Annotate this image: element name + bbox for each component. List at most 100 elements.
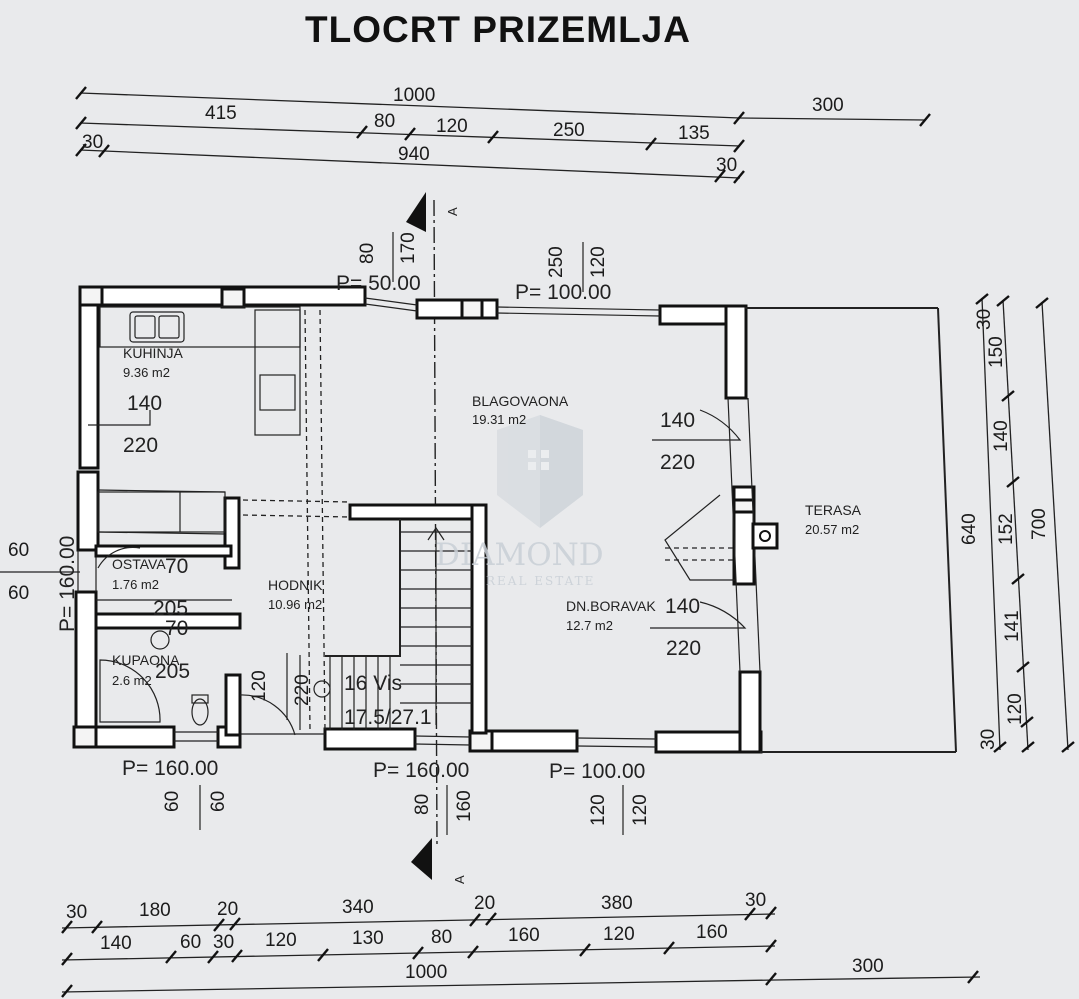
dim-bot-340: 340 xyxy=(342,897,374,918)
section-label-top: A xyxy=(445,207,460,216)
door-swings xyxy=(88,409,747,736)
door-ostava-height: 205 xyxy=(153,597,188,620)
window-bot3-parapet: P= 100.00 xyxy=(549,760,645,783)
dim-bot-380: 380 xyxy=(601,893,633,914)
dim-bot-20-right: 20 xyxy=(474,893,495,914)
right-dimension-lines xyxy=(975,293,1075,753)
dim-bot-120-a: 120 xyxy=(265,930,297,951)
room-kupaona-area: 2.6 m2 xyxy=(112,673,152,688)
stair-stringer xyxy=(325,519,401,657)
dim-right-700: 700 xyxy=(1029,508,1050,540)
watermark-brand: DIAMOND xyxy=(435,537,604,573)
window-top1-parapet: P= 50.00 xyxy=(336,272,421,295)
window-bot2-height: 160 xyxy=(454,790,475,822)
dim-right-141: 141 xyxy=(1002,610,1023,642)
dim-right-140: 140 xyxy=(991,420,1012,452)
stairs-ratio: 17.5/27.1 xyxy=(344,706,432,729)
kitchen-fixtures xyxy=(97,306,301,533)
window-top2-height: 120 xyxy=(588,246,609,278)
top-dimension-lines xyxy=(75,86,931,184)
dim-top-135: 135 xyxy=(678,123,710,144)
room-hodnik-area: 10.96 m2 xyxy=(268,597,322,612)
dim-top-120: 120 xyxy=(436,116,468,137)
door-ulaz-width: 120 xyxy=(249,670,270,702)
door-blagovaona-height: 220 xyxy=(660,451,695,474)
window-bot2-width: 80 xyxy=(412,794,433,815)
stair-direction-arrow-icon xyxy=(427,526,445,725)
dim-top-30-right: 30 xyxy=(716,155,737,176)
dim-bot-160-b: 160 xyxy=(696,922,728,943)
room-terasa-name: TERASA xyxy=(805,502,862,518)
dim-right-152: 152 xyxy=(996,513,1017,545)
dim-top-80: 80 xyxy=(374,111,395,132)
window-bot1-height: 60 xyxy=(208,791,229,812)
dim-left-60-bottom: 60 xyxy=(8,583,29,604)
dim-right-30-top: 30 xyxy=(974,309,995,330)
dim-bot-20-left: 20 xyxy=(217,899,238,920)
section-axis-line xyxy=(433,199,438,846)
room-blagovaona-area: 19.31 m2 xyxy=(472,412,526,427)
door-blagovaona-width: 140 xyxy=(660,409,695,432)
dim-bot-30-left: 30 xyxy=(66,902,87,923)
door-kupaona-height: 205 xyxy=(155,660,190,683)
staircase xyxy=(325,519,472,730)
plan-title: TLOCRT PRIZEMLJA xyxy=(305,9,691,50)
dim-bot-140: 140 xyxy=(100,933,132,954)
dim-bot-130: 130 xyxy=(352,928,384,949)
room-kuhinja-name: KUHINJA xyxy=(123,345,184,361)
dim-top-terrace: 300 xyxy=(812,95,844,116)
window-bot3-height: 120 xyxy=(630,794,651,826)
room-boravak-name: DN.BORAVAK xyxy=(566,598,656,614)
room-hodnik-name: HODNIK xyxy=(268,577,323,593)
door-ostava-width: 70 xyxy=(165,555,188,578)
stair-start-icon xyxy=(313,680,331,698)
dim-top-total: 1000 xyxy=(393,85,435,106)
building-outline xyxy=(72,285,957,754)
room-ostava-name: OSTAVA xyxy=(112,556,166,572)
dim-top-415: 415 xyxy=(205,103,237,124)
dim-bot-total: 1000 xyxy=(405,962,447,983)
dim-bot-60: 60 xyxy=(180,932,201,953)
bottom-dimension-lines xyxy=(61,906,981,998)
room-ostava-area: 1.76 m2 xyxy=(112,577,159,592)
window-top1-height: 170 xyxy=(398,232,419,264)
dim-top-30-left: 30 xyxy=(82,132,103,153)
room-kuhinja-area: 9.36 m2 xyxy=(123,365,170,380)
dim-right-150: 150 xyxy=(986,336,1007,368)
room-terasa-area: 20.57 m2 xyxy=(805,522,859,537)
section-label-bottom: A xyxy=(452,875,467,884)
room-blagovaona-name: BLAGOVAONA xyxy=(472,393,569,409)
door-ulaz-height: 220 xyxy=(292,674,313,706)
dim-top-940: 940 xyxy=(398,144,430,165)
dim-bot-80: 80 xyxy=(431,927,452,948)
window-left-parapet: P= 160.00 xyxy=(56,536,79,632)
interior-walls xyxy=(94,309,736,737)
dim-left-60-top: 60 xyxy=(8,540,29,561)
door-boravak-width: 140 xyxy=(665,595,700,618)
dim-bot-30-right: 30 xyxy=(745,890,766,911)
dim-right-640: 640 xyxy=(959,513,980,545)
bathroom-fixtures xyxy=(99,630,209,726)
dim-top-250: 250 xyxy=(553,120,585,141)
window-bot2-parapet: P= 160.00 xyxy=(373,759,469,782)
door-kuhinja-width: 140 xyxy=(127,392,162,415)
door-kuhinja-height: 220 xyxy=(123,434,158,457)
dim-right-120: 120 xyxy=(1005,693,1026,725)
room-boravak-area: 12.7 m2 xyxy=(566,618,613,633)
window-top2-width: 250 xyxy=(546,246,567,278)
dim-bot-30: 30 xyxy=(213,932,234,953)
dim-bot-120-b: 120 xyxy=(603,924,635,945)
room-kupaona-name: KUPAONA xyxy=(112,652,180,668)
dim-bot-160-a: 160 xyxy=(508,925,540,946)
dim-bot-terrace: 300 xyxy=(852,956,884,977)
window-bot1-width: 60 xyxy=(162,791,183,812)
window-bot1-parapet: P= 160.00 xyxy=(122,757,218,780)
dim-bot-180: 180 xyxy=(139,900,171,921)
watermark: DIAMOND REAL ESTATE xyxy=(435,415,604,588)
section-marker-top-icon xyxy=(406,192,426,232)
section-marker-bottom-icon xyxy=(411,838,432,880)
window-top2-parapet: P= 100.00 xyxy=(515,281,611,304)
door-boravak-height: 220 xyxy=(666,637,701,660)
watermark-sub: REAL ESTATE xyxy=(486,574,595,588)
